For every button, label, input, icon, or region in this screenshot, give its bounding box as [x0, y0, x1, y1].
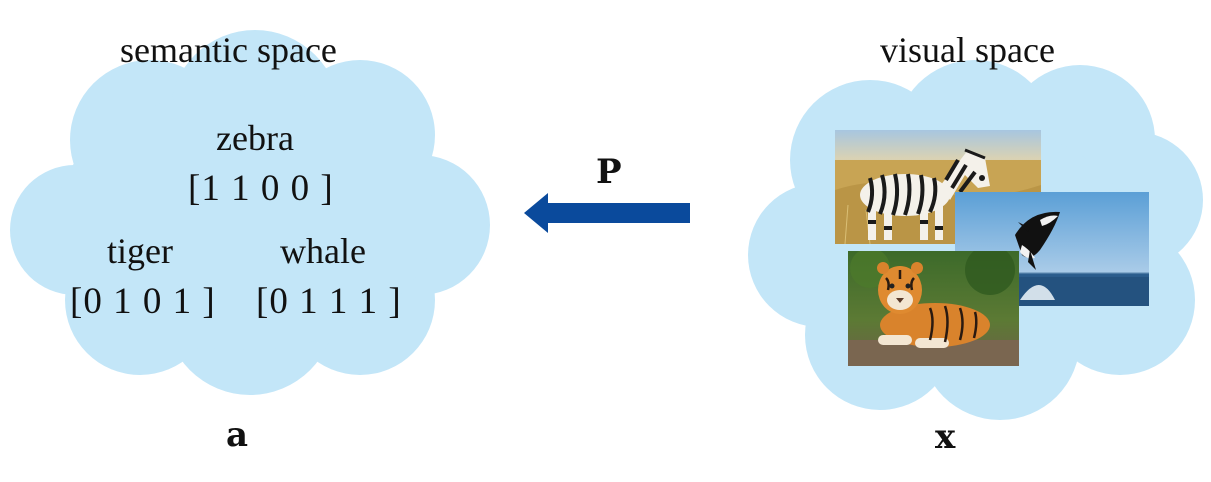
visual-variable: x — [935, 417, 956, 457]
mapping-arrow — [524, 193, 690, 233]
semantic-variable: a — [226, 415, 249, 455]
tiger-photo — [848, 251, 1019, 366]
semantic-cloud — [10, 30, 490, 395]
zebra-label: zebra — [216, 118, 294, 158]
tiger-vector: [0 1 0 1 ] — [70, 281, 216, 322]
zebra-photo — [835, 130, 1041, 244]
tiger-label: tiger — [107, 231, 173, 271]
zebra-vector: [1 1 0 0 ] — [188, 168, 334, 209]
whale-label: whale — [280, 231, 366, 271]
whale-vector: [0 1 1 1 ] — [256, 281, 402, 322]
visual-space-title: visual space — [880, 30, 1055, 70]
semantic-space-title: semantic space — [120, 30, 337, 70]
mapping-label: P — [596, 152, 622, 192]
